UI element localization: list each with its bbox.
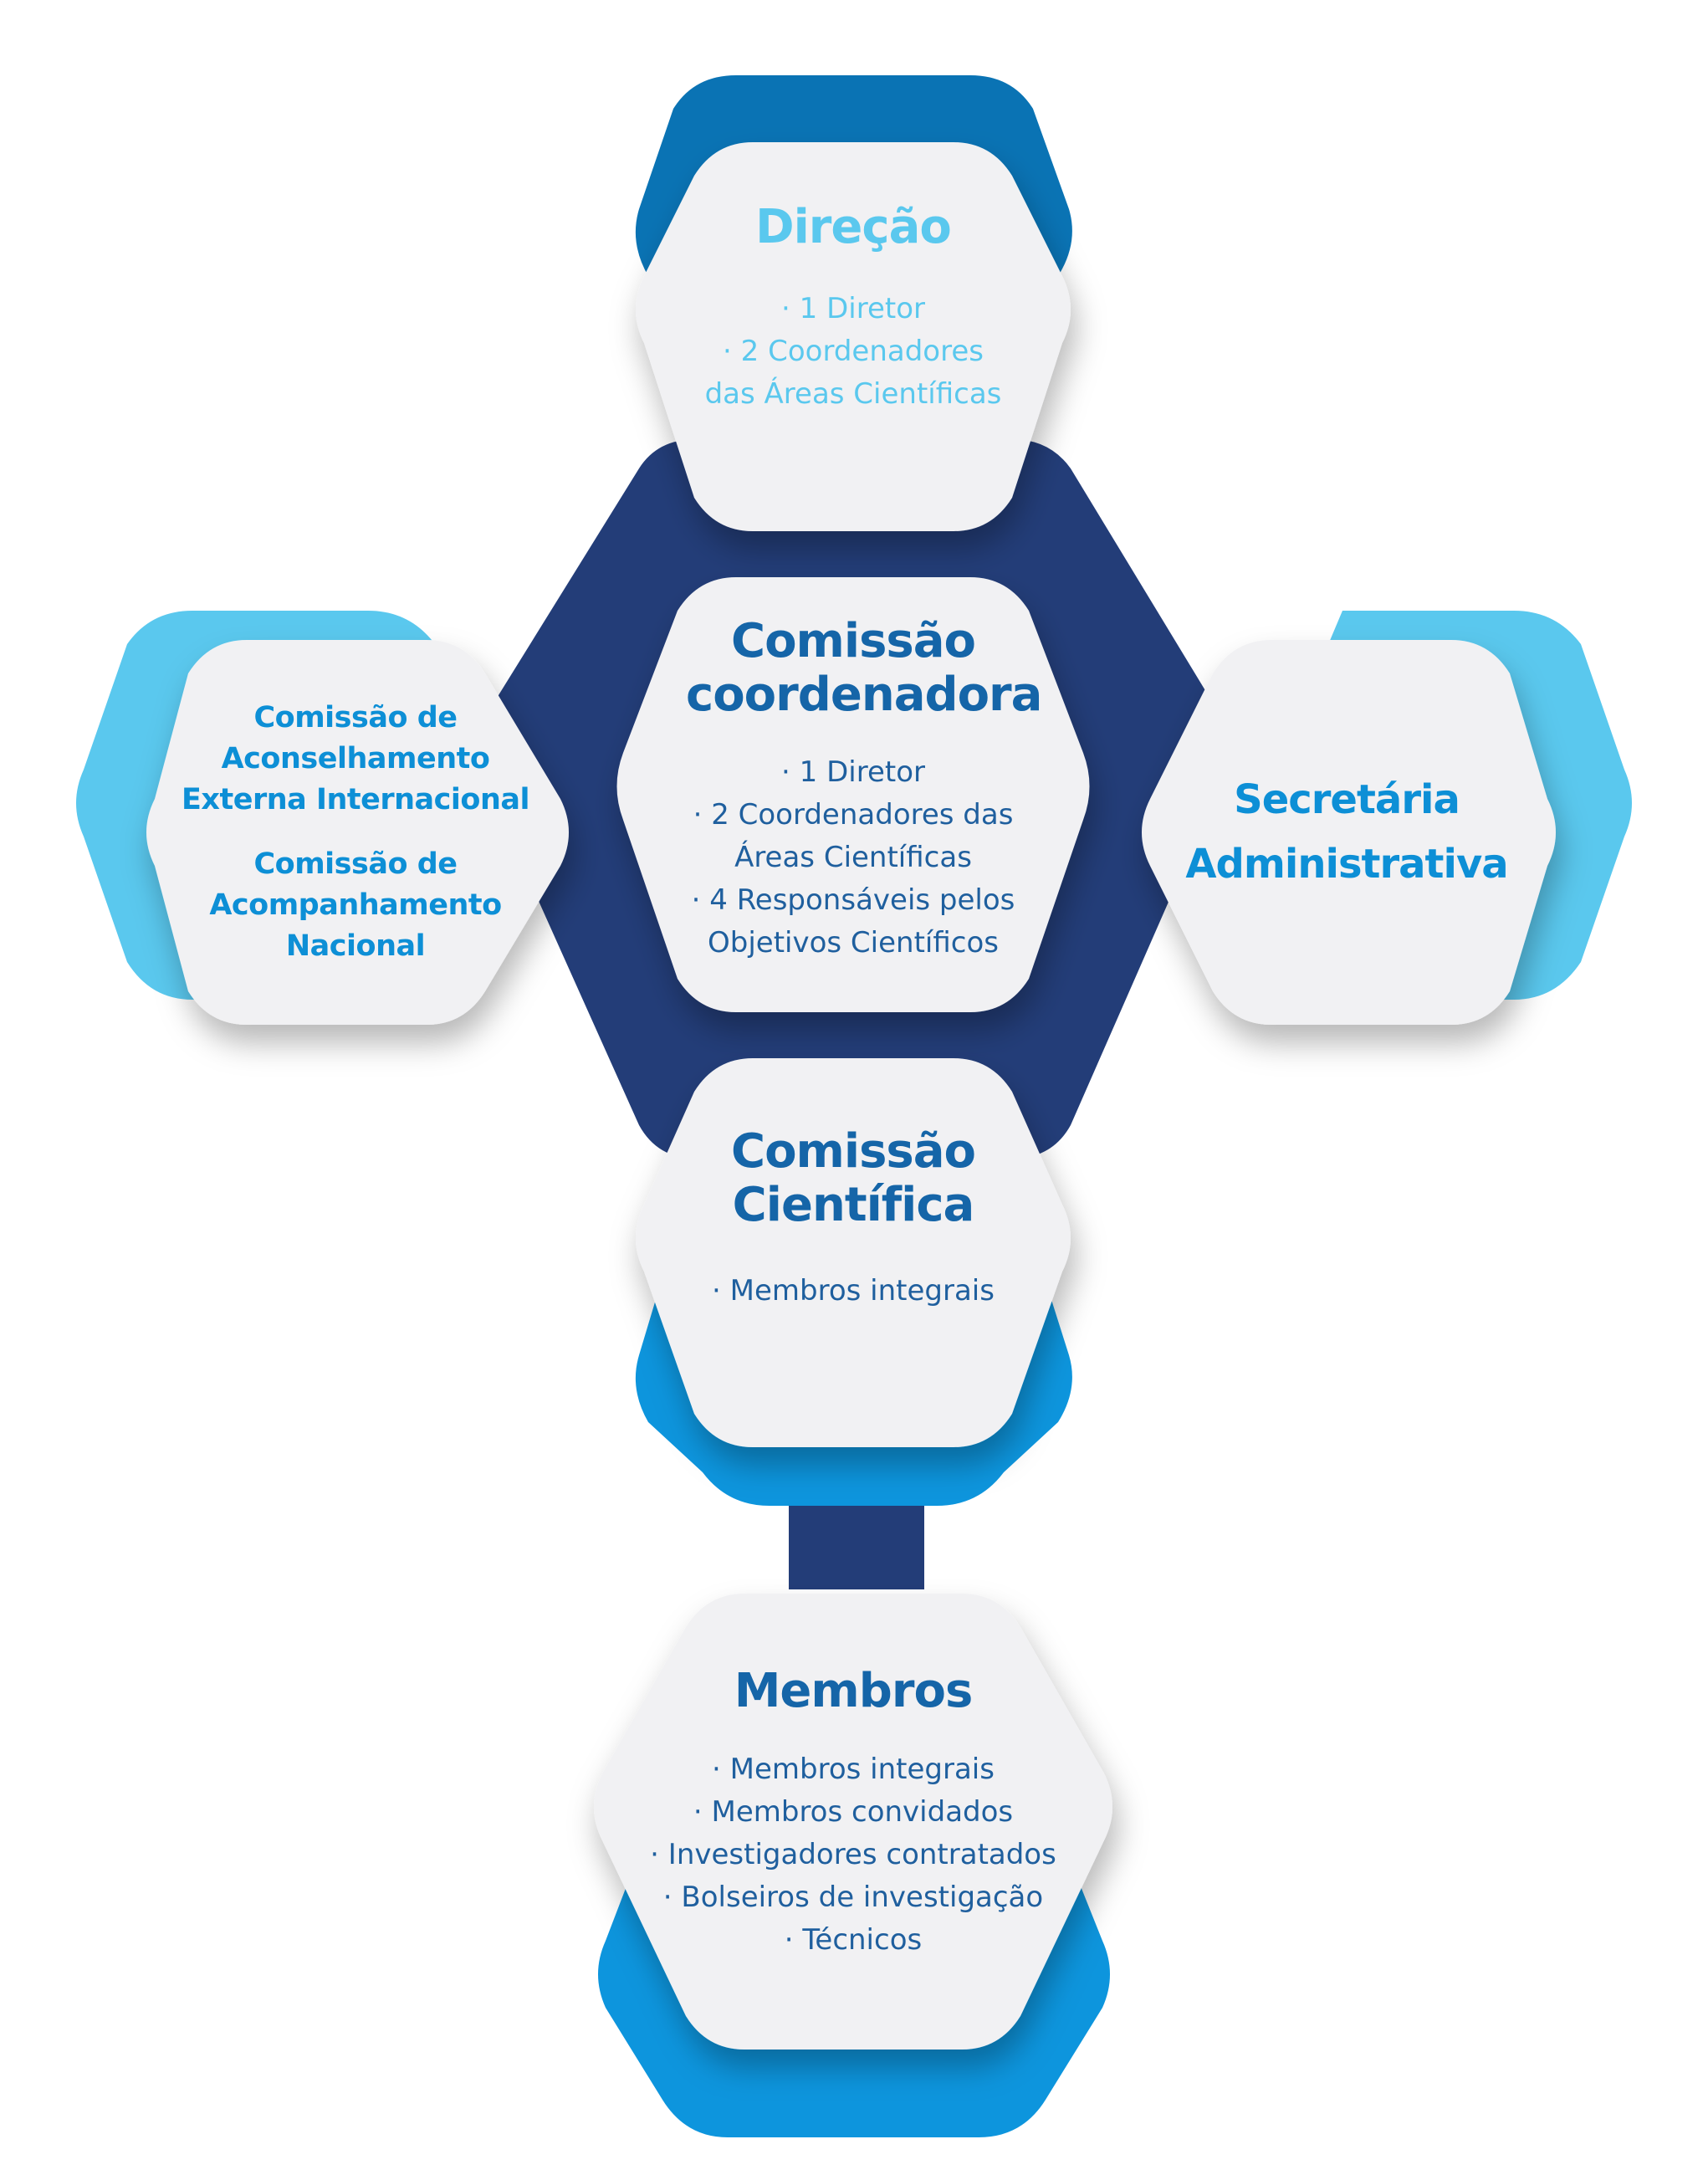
direcao-node: Direção 1 Diretor 2 Coordenadores das Ár… — [661, 200, 1046, 452]
comissao-acompanhamento-title: Comissão de Acompanhamento Nacional — [209, 847, 502, 963]
direcao-items: 1 Diretor 2 Coordenadores das Áreas Cien… — [694, 288, 1012, 416]
comissao-coordenadora-node: Comissão coordenadora 1 Diretor 2 Coorde… — [644, 614, 1062, 975]
comissao-coordenadora-item: 1 Diretor — [678, 751, 1029, 794]
comissao-cientifica-title: Comissão Científica — [730, 1124, 976, 1233]
comissao-cientifica-tile — [636, 1058, 1071, 1447]
membros-items: Membros integrais Membros convidados Inv… — [650, 1748, 1056, 1962]
comissao-cientifica-node: Comissão Científica Membros integrais — [661, 1124, 1046, 1393]
comissao-aconselhamento-title: Comissão de Aconselhamento Externa Inter… — [182, 701, 529, 816]
comissao-coordenadora-item: 2 Coordenadores das Áreas Científicas — [678, 794, 1029, 879]
comissoes-externas-node: Comissão de Aconselhamento Externa Inter… — [171, 669, 540, 995]
direcao-title: Direção — [755, 200, 952, 254]
comissoes-externas-tile — [146, 640, 569, 1025]
comissao-cientifica-items: Membros integrais — [712, 1270, 995, 1313]
membros-item: Membros convidados — [650, 1791, 1056, 1834]
connector-bar — [789, 1497, 924, 1589]
secretaria-node: Secretária Administrativa — [1158, 669, 1535, 995]
comissao-cientifica-item: Membros integrais — [712, 1270, 995, 1313]
secretaria-title: Secretária Administrativa — [1185, 776, 1508, 888]
comissao-coordenadora-items: 1 Diretor 2 Coordenadores das Áreas Cien… — [678, 751, 1029, 965]
comissao-coordenadora-item: 4 Responsáveis pelos Objetivos Científic… — [678, 879, 1029, 965]
direcao-item: 2 Coordenadores das Áreas Científicas — [694, 330, 1012, 416]
direcao-item: 1 Diretor — [694, 288, 1012, 330]
membros-title: Membros — [734, 1664, 974, 1718]
membros-node: Membros Membros integrais Membros convid… — [627, 1664, 1079, 1974]
membros-item: Investigadores contratados — [650, 1834, 1056, 1876]
membros-item: Membros integrais — [650, 1748, 1056, 1791]
comissao-coordenadora-title: Comissão coordenadora — [686, 614, 1042, 723]
membros-item: Bolseiros de investigação — [650, 1876, 1056, 1919]
membros-item: Técnicos — [650, 1919, 1056, 1962]
secretaria-tile — [1142, 640, 1556, 1025]
